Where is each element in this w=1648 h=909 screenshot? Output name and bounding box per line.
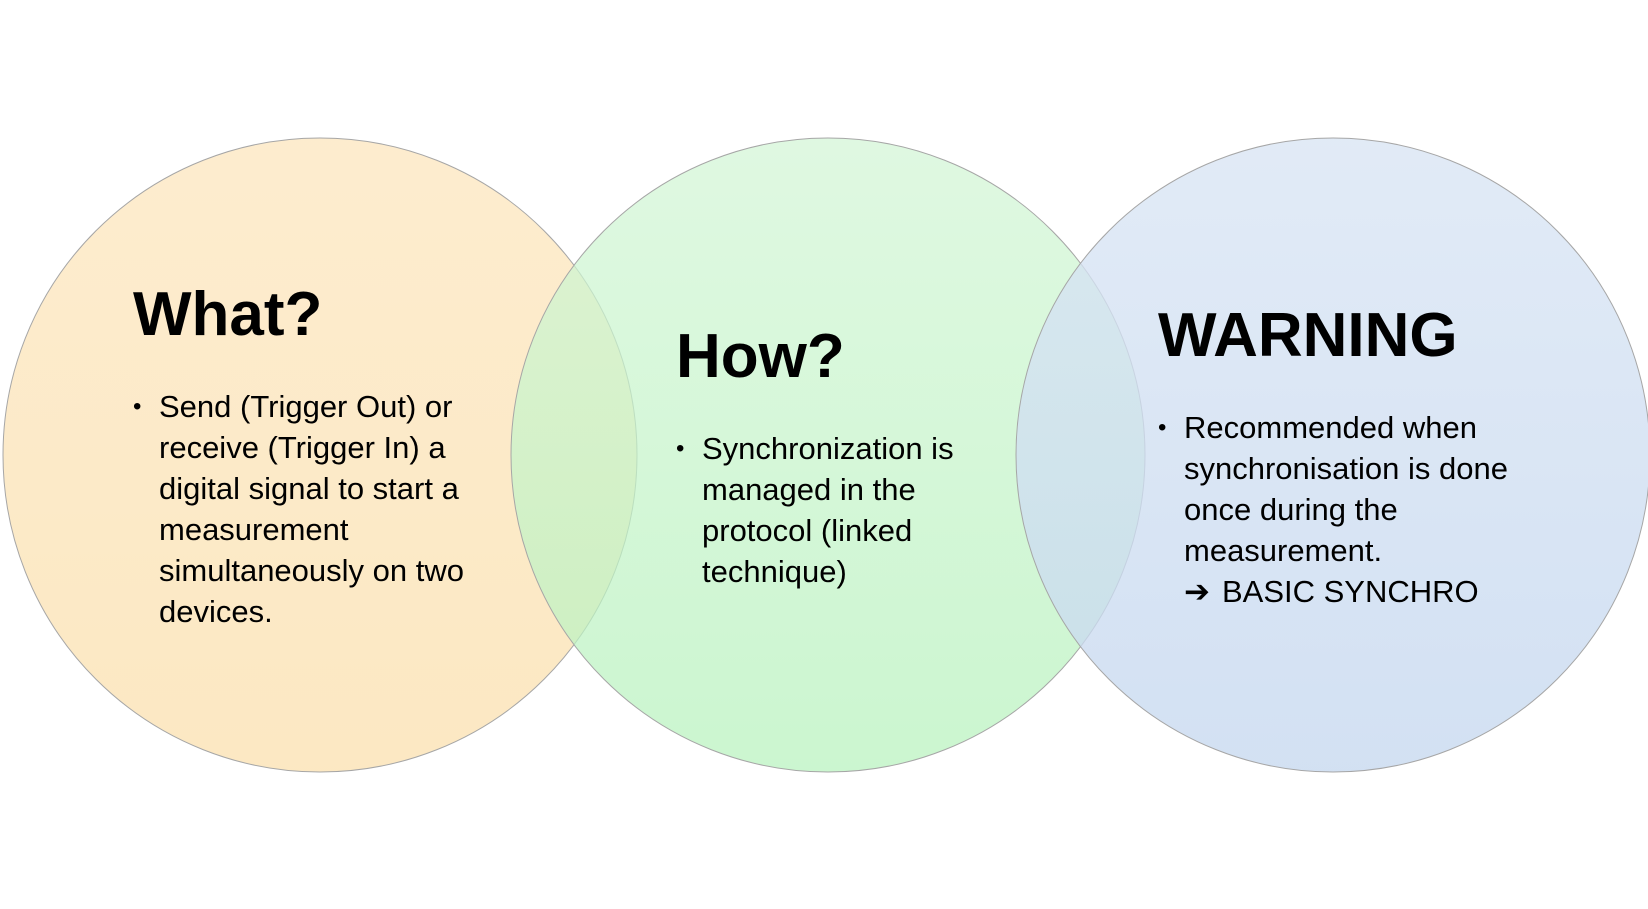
what-text-block: What? • Send (Trigger Out) or receive (T…	[133, 284, 533, 632]
how-bullet-text: Synchronization is managed in the protoc…	[702, 431, 954, 589]
how-bullet-item: • Synchronization is managed in the prot…	[676, 428, 1006, 592]
warning-arrow-text: BASIC SYNCHRO	[1221, 574, 1479, 609]
warning-arrow-line: ➔ BASIC SYNCHRO	[1158, 571, 1528, 612]
bullet-dot-icon: •	[676, 435, 685, 462]
what-bullet-list: • Send (Trigger Out) or receive (Trigger…	[133, 386, 533, 632]
bullet-dot-icon: •	[1158, 414, 1167, 441]
warning-circle	[1015, 137, 1648, 773]
how-bullet-list: • Synchronization is managed in the prot…	[676, 428, 1006, 592]
what-bullet-item: • Send (Trigger Out) or receive (Trigger…	[133, 386, 533, 632]
warning-bullet-item: • Recommended when synchronisation is do…	[1158, 407, 1528, 571]
what-bullet-text: Send (Trigger Out) or receive (Trigger I…	[159, 389, 464, 629]
warning-bullet-text: Recommended when synchronisation is done…	[1184, 410, 1508, 568]
what-heading: What?	[133, 280, 323, 349]
warning-text-block: WARNING • Recommended when synchronisati…	[1158, 305, 1528, 612]
how-heading: How?	[676, 322, 845, 391]
right-arrow-icon: ➔	[1184, 574, 1210, 609]
how-text-block: How? • Synchronization is managed in the…	[676, 326, 1006, 592]
warning-heading: WARNING	[1158, 301, 1458, 370]
bullet-dot-icon: •	[133, 393, 142, 420]
warning-bullet-list: • Recommended when synchronisation is do…	[1158, 407, 1528, 571]
